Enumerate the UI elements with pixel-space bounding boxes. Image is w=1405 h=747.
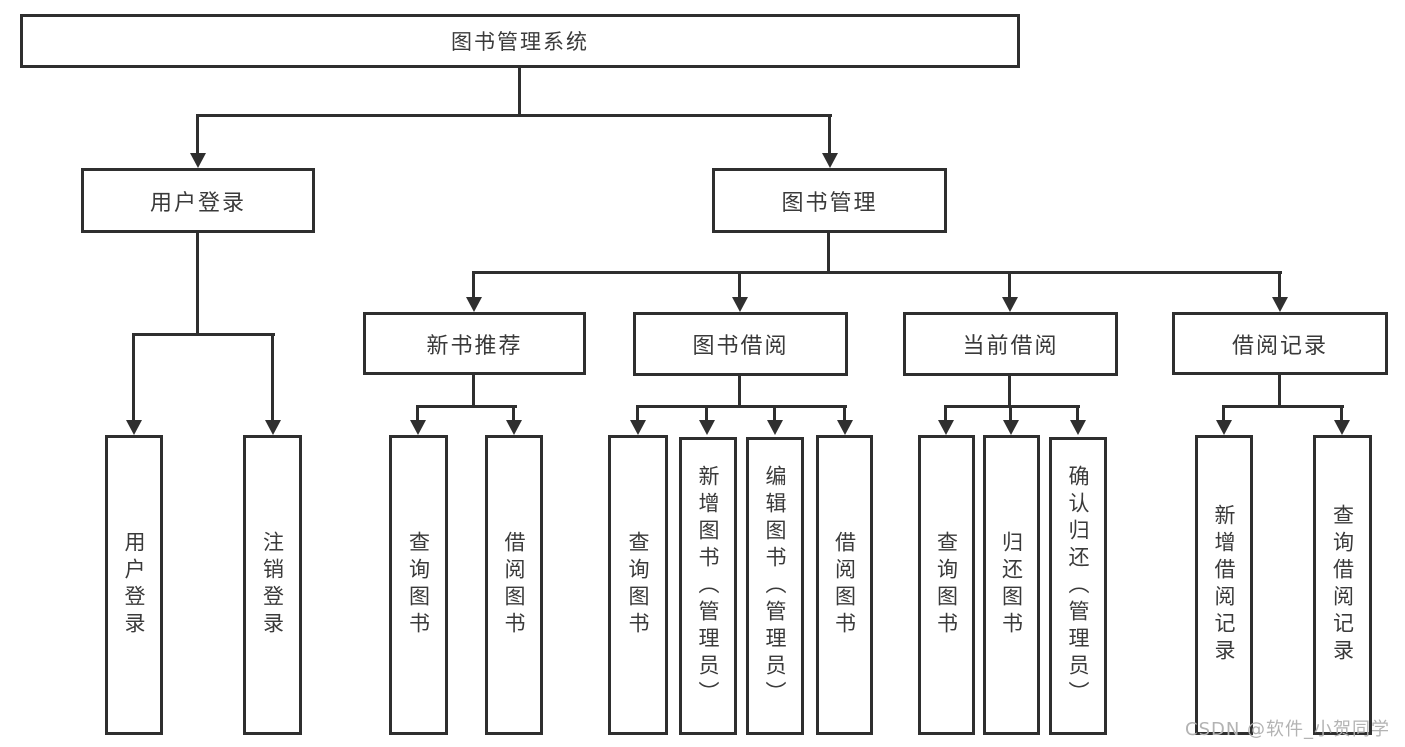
leaf-add-book-admin: 新增图书（管理员） <box>679 437 737 735</box>
connector-drop-line <box>512 405 515 422</box>
node-current-borrow: 当前借阅 <box>903 312 1118 376</box>
arrow-down-icon <box>767 420 783 435</box>
connector-drop-line <box>472 271 475 299</box>
connector-management-horizontal-line <box>472 271 1282 274</box>
leaf-query-books-recommend: 查询图书 <box>389 435 448 735</box>
connector-drop-line <box>416 405 419 422</box>
arrow-down-icon <box>190 153 206 168</box>
connector-drop-line <box>1076 405 1079 422</box>
leaf-edit-book-admin: 编辑图书（管理员） <box>746 437 804 735</box>
arrow-down-icon <box>466 297 482 312</box>
connector-login-vertical-line <box>196 233 199 335</box>
arrow-down-icon <box>1334 420 1350 435</box>
connector-drop-line <box>1222 405 1225 422</box>
leaf-user-login: 用户登录 <box>105 435 163 735</box>
leaf-query-books-borrow: 查询图书 <box>608 435 668 735</box>
connector-drop-line <box>1009 405 1012 422</box>
leaf-query-books-current: 查询图书 <box>918 435 975 735</box>
connector-drop-line <box>828 114 831 154</box>
leaf-confirm-return-admin: 确认归还（管理员） <box>1049 437 1107 735</box>
node-new-book-recommend: 新书推荐 <box>363 312 586 375</box>
connector-drop-line <box>944 405 947 422</box>
connector-recommend-vertical-line <box>472 375 475 408</box>
connector-borrow-horizontal-line <box>636 405 847 408</box>
arrow-down-icon <box>732 297 748 312</box>
connector-drop-line <box>1278 271 1281 299</box>
node-user-login: 用户登录 <box>81 168 315 233</box>
arrow-down-icon <box>822 153 838 168</box>
connector-current-vertical-line <box>1008 376 1011 408</box>
connector-drop-line <box>636 405 639 422</box>
connector-drop-line <box>1008 271 1011 299</box>
leaf-borrow-books-recommend: 借阅图书 <box>485 435 543 735</box>
leaf-borrow-books: 借阅图书 <box>816 435 873 735</box>
arrow-down-icon <box>126 420 142 435</box>
arrow-down-icon <box>506 420 522 435</box>
arrow-down-icon <box>265 420 281 435</box>
watermark: CSDN @软件_小贺同学 <box>1185 719 1391 740</box>
node-borrow-records: 借阅记录 <box>1172 312 1388 375</box>
connector-records-horizontal-line <box>1222 405 1344 408</box>
connector-drop-line <box>271 333 274 421</box>
arrow-down-icon <box>938 420 954 435</box>
arrow-down-icon <box>1002 297 1018 312</box>
connector-management-vertical-line <box>827 233 830 274</box>
connector-drop-line <box>196 114 199 154</box>
connector-borrow-vertical-line <box>738 376 741 408</box>
connector-drop-line <box>705 405 708 422</box>
arrow-down-icon <box>1216 420 1232 435</box>
connector-drop-line <box>1340 405 1343 422</box>
connector-root-horizontal-line <box>196 114 832 117</box>
arrow-down-icon <box>1272 297 1288 312</box>
arrow-down-icon <box>630 420 646 435</box>
leaf-query-borrow-record: 查询借阅记录 <box>1313 435 1372 735</box>
leaf-return-books: 归还图书 <box>983 435 1040 735</box>
arrow-down-icon <box>1070 420 1086 435</box>
connector-login-horizontal-line <box>132 333 275 336</box>
connector-recommend-horizontal-line <box>416 405 517 408</box>
connector-current-horizontal-line <box>944 405 1080 408</box>
connector-records-vertical-line <box>1278 375 1281 408</box>
node-root: 图书管理系统 <box>20 14 1020 68</box>
connector-drop-line <box>843 405 846 422</box>
arrow-down-icon <box>837 420 853 435</box>
arrow-down-icon <box>410 420 426 435</box>
leaf-logout: 注销登录 <box>243 435 302 735</box>
connector-drop-line <box>132 333 135 421</box>
node-book-borrow: 图书借阅 <box>633 312 848 376</box>
arrow-down-icon <box>1003 420 1019 435</box>
node-book-management: 图书管理 <box>712 168 947 233</box>
connector-root-vertical-line <box>518 68 521 116</box>
arrow-down-icon <box>699 420 715 435</box>
connector-drop-line <box>773 405 776 422</box>
connector-drop-line <box>738 271 741 299</box>
leaf-add-borrow-record: 新增借阅记录 <box>1195 435 1253 735</box>
